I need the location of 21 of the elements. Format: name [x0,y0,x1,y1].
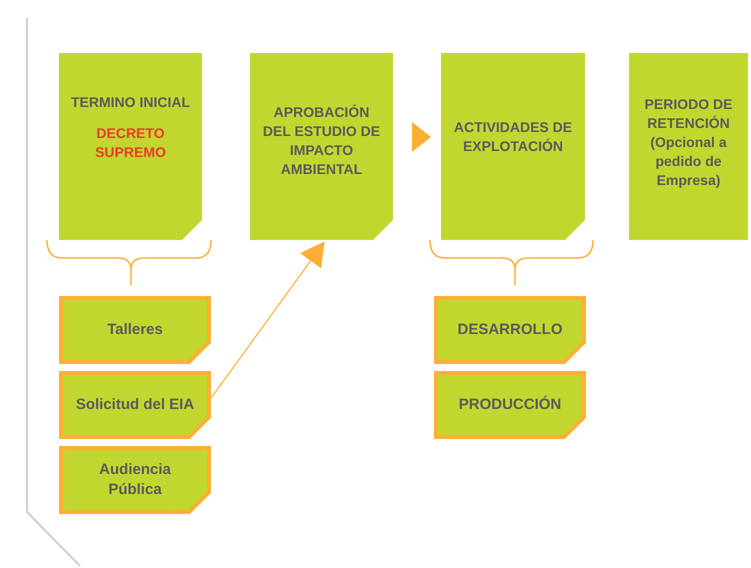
box-text: DECRETO SUPREMO [94,124,167,162]
box-text: TERMINO INICIAL [71,93,190,112]
arrow [412,122,431,152]
phase-box [59,53,202,240]
box-text: PERIODO DE RETENCIÓN (Opcional a pedido de Empresa) [644,95,734,190]
phase-box [441,53,585,240]
box-text: APROBACIÓN DEL ESTUDIO DE IMPACTO AMBIENTAL [262,103,382,179]
box-text: Audiencia Pública [98,460,172,500]
box-text: DESARROLLO [458,320,562,340]
step-box [434,296,586,364]
box-text: Talleres [107,320,163,340]
step-box [434,371,586,439]
phase-box [629,53,748,240]
arrow [210,241,325,399]
box-text: Solicitud del EIA [76,395,194,415]
step-box [59,446,211,514]
step-box [59,371,211,439]
phase-box [250,53,393,240]
box-text: ACTIVIDADES DE EXPLOTACIÓN [452,118,574,156]
box-text: PRODUCCIÓN [458,395,562,415]
step-box [59,296,211,364]
